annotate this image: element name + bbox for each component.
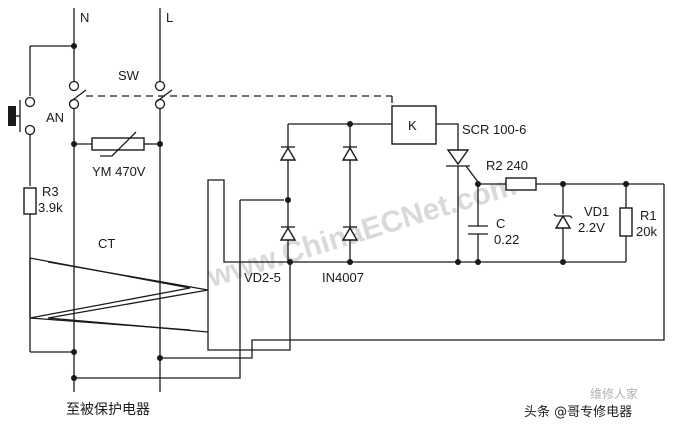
capacitor-c xyxy=(468,184,488,262)
test-button-an xyxy=(8,45,74,186)
resistor-r2 xyxy=(505,177,664,191)
label-an: AN xyxy=(46,110,64,125)
label-vd1-name: VD1 xyxy=(584,204,609,219)
label-r3-value: 3.9k xyxy=(38,200,63,215)
label-ct: CT xyxy=(98,236,115,251)
resistor-r1 xyxy=(619,184,633,262)
ground-rail xyxy=(350,259,626,265)
main-switch-sw xyxy=(68,80,393,110)
credit-text: 头条 @哥专修电器 xyxy=(524,404,632,420)
label-r1-name: R1 xyxy=(640,208,657,223)
output-terminals xyxy=(73,358,161,392)
ct-secondary xyxy=(74,179,665,379)
label-vd2-5: VD2-5 xyxy=(244,270,281,285)
zener-vd1 xyxy=(553,184,573,262)
credit-faint: 维修人家 xyxy=(590,386,638,401)
label-l: L xyxy=(166,10,173,25)
relay-k xyxy=(350,105,459,150)
label-r1-value: 20k xyxy=(636,224,657,239)
current-transformer-ct xyxy=(29,257,209,334)
label-k: K xyxy=(408,118,417,133)
label-c-name: C xyxy=(496,216,505,231)
varistor-ym xyxy=(74,131,160,157)
label-output: 至被保护电器 xyxy=(66,402,150,418)
label-in4007: IN4007 xyxy=(322,270,364,285)
label-c-value: 0.22 xyxy=(494,232,519,247)
scr-thyristor xyxy=(446,149,506,262)
label-r3-name: R3 xyxy=(42,184,59,199)
label-ym: YM 470V xyxy=(92,164,146,179)
label-n: N xyxy=(80,10,89,25)
label-r2: R2 240 xyxy=(486,158,528,173)
label-scr: SCR 100-6 xyxy=(462,122,526,137)
label-sw: SW xyxy=(118,68,140,83)
mains-junctions xyxy=(71,43,163,381)
label-vd1-value: 2.2V xyxy=(578,220,605,235)
